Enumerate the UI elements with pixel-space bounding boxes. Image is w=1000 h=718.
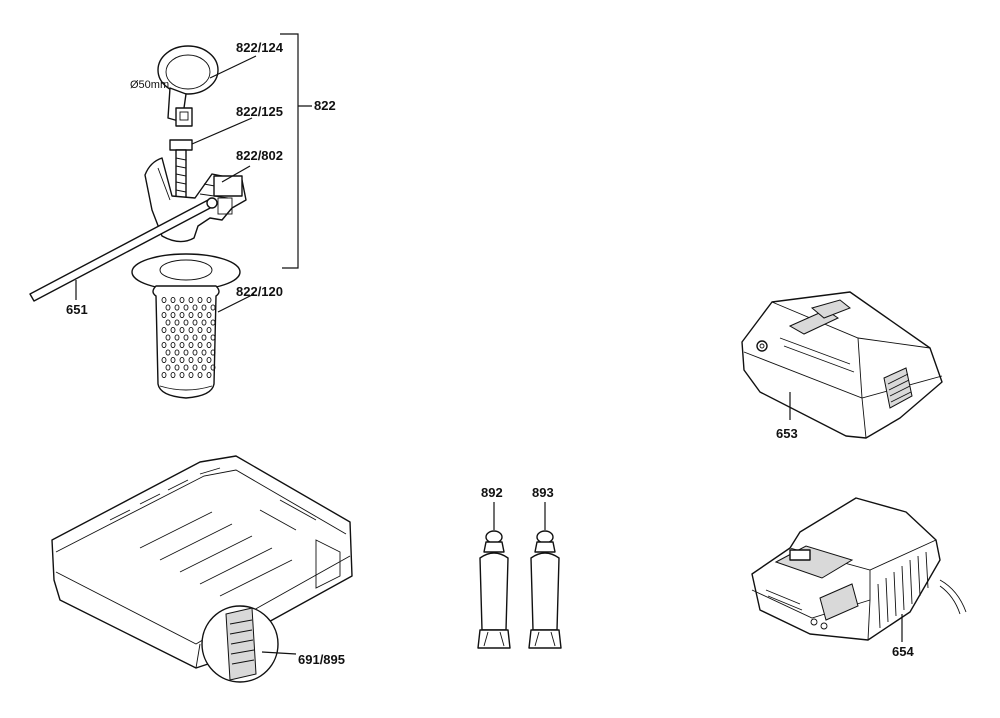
label-653: 653 bbox=[776, 426, 798, 441]
grip-dot bbox=[179, 311, 185, 319]
grip-dot bbox=[210, 304, 216, 311]
grip-dot bbox=[206, 371, 212, 379]
grip-dot bbox=[161, 296, 167, 304]
grip-dot bbox=[170, 371, 176, 379]
grip-dot bbox=[210, 319, 216, 326]
grease-tube-893-part bbox=[528, 530, 562, 649]
group-bracket-822 bbox=[280, 33, 312, 269]
leader-822-124 bbox=[209, 55, 257, 79]
grip-dot bbox=[165, 319, 171, 326]
grip-dot bbox=[161, 311, 167, 319]
grip-dot bbox=[188, 341, 194, 349]
label-822-124: 822/124 bbox=[236, 40, 284, 55]
grip-dot bbox=[161, 341, 167, 349]
grip-dot bbox=[201, 364, 207, 371]
grip-dot bbox=[192, 304, 198, 311]
clamp-band-part bbox=[157, 45, 219, 127]
grip-dot bbox=[206, 356, 212, 364]
grip-dot bbox=[174, 364, 180, 371]
grip-dot bbox=[188, 296, 194, 304]
label-893: 893 bbox=[532, 485, 554, 500]
battery-pack-part bbox=[741, 291, 943, 439]
grip-dot bbox=[161, 371, 167, 379]
grip-dots bbox=[161, 296, 216, 379]
grip-dot bbox=[188, 356, 194, 364]
label-892: 892 bbox=[481, 485, 503, 500]
label-654: 654 bbox=[892, 644, 914, 659]
label-691-895: 691/895 bbox=[298, 652, 345, 667]
grip-dot bbox=[210, 349, 216, 356]
grip-dot bbox=[201, 304, 207, 311]
grip-dot bbox=[206, 326, 212, 334]
grip-dot bbox=[161, 356, 167, 364]
grip-dot bbox=[197, 371, 203, 379]
grip-dot bbox=[165, 334, 171, 341]
grip-dot bbox=[179, 341, 185, 349]
grip-dot bbox=[192, 319, 198, 326]
grip-dot bbox=[201, 349, 207, 356]
grip-dot bbox=[192, 349, 198, 356]
grip-dot bbox=[206, 296, 212, 304]
leader-822-802 bbox=[221, 165, 251, 183]
grip-dot bbox=[165, 304, 171, 311]
grip-dot bbox=[174, 319, 180, 326]
grip-dot bbox=[201, 319, 207, 326]
grip-dot bbox=[170, 326, 176, 334]
grip-dot bbox=[179, 296, 185, 304]
grip-dot bbox=[179, 326, 185, 334]
label-822-802: 822/802 bbox=[236, 148, 283, 163]
label-822-120: 822/120 bbox=[236, 284, 283, 299]
handle-grip-part bbox=[131, 253, 241, 399]
label-651: 651 bbox=[66, 302, 88, 317]
grip-dot bbox=[188, 326, 194, 334]
grip-dot bbox=[210, 334, 216, 341]
grip-dot bbox=[210, 364, 216, 371]
depth-stop-rod-part bbox=[29, 197, 218, 302]
grip-dot bbox=[197, 326, 203, 334]
grip-dot bbox=[183, 364, 189, 371]
grip-dot bbox=[170, 356, 176, 364]
grip-dot bbox=[179, 356, 185, 364]
grip-dot bbox=[197, 356, 203, 364]
grip-dot bbox=[179, 371, 185, 379]
carrying-case-part bbox=[51, 455, 353, 669]
case-insert-detail bbox=[201, 605, 279, 683]
grip-dot bbox=[183, 334, 189, 341]
diameter-label: Ø50mm bbox=[130, 79, 169, 91]
grip-dot bbox=[206, 311, 212, 319]
label-822: 822 bbox=[314, 98, 336, 113]
grip-dot bbox=[165, 349, 171, 356]
grip-dot bbox=[183, 319, 189, 326]
grip-dot bbox=[174, 304, 180, 311]
grip-dot bbox=[188, 311, 194, 319]
grip-dot bbox=[170, 311, 176, 319]
leader-691-895 bbox=[261, 651, 297, 655]
grip-dot bbox=[174, 334, 180, 341]
grip-dot bbox=[188, 371, 194, 379]
grip-dot bbox=[183, 349, 189, 356]
label-822-125: 822/125 bbox=[236, 104, 283, 119]
grip-dot bbox=[197, 311, 203, 319]
leader-822-125 bbox=[191, 117, 253, 145]
grip-dot bbox=[174, 349, 180, 356]
grip-dot bbox=[197, 341, 203, 349]
grip-dot bbox=[170, 296, 176, 304]
grip-dot bbox=[197, 296, 203, 304]
grease-tube-892-part bbox=[477, 530, 511, 649]
grip-dot bbox=[192, 364, 198, 371]
grip-dot bbox=[165, 364, 171, 371]
grip-dot bbox=[201, 334, 207, 341]
wing-screw-part bbox=[169, 139, 193, 199]
grip-dot bbox=[183, 304, 189, 311]
grip-dot bbox=[170, 341, 176, 349]
leader-822-120 bbox=[217, 293, 255, 313]
grip-dot bbox=[161, 326, 167, 334]
grip-dot bbox=[192, 334, 198, 341]
grip-dot bbox=[206, 341, 212, 349]
charger-part bbox=[751, 497, 967, 641]
